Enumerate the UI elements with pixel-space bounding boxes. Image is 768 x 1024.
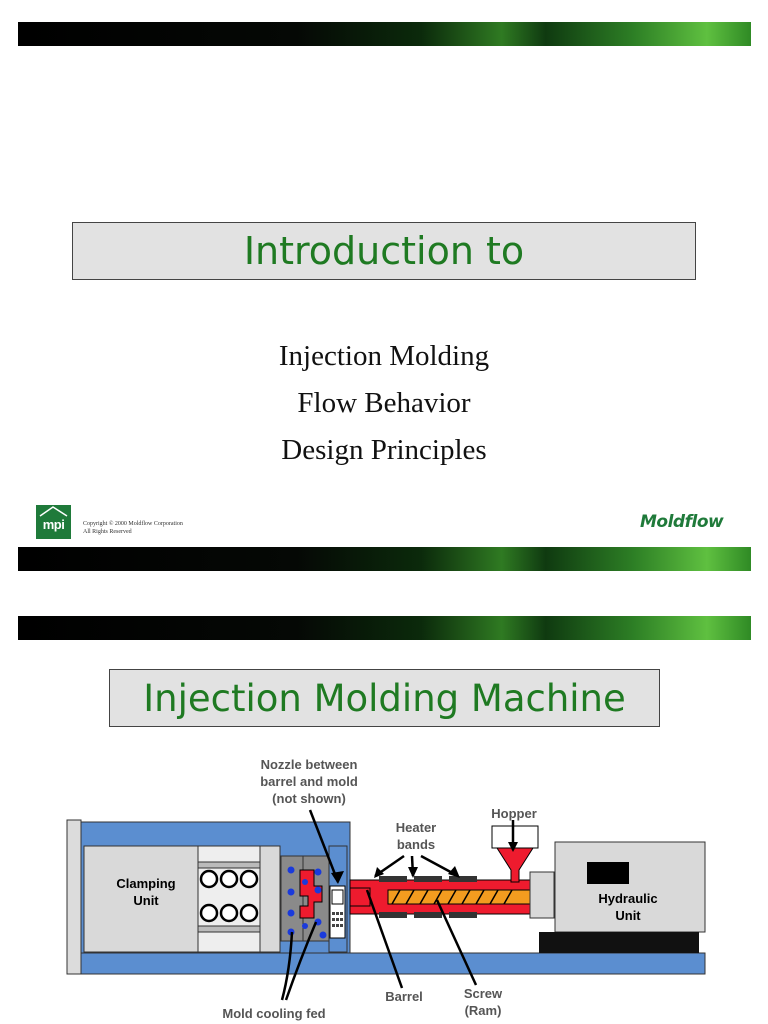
injection-molding-machine-diagram	[66, 809, 706, 1001]
copyright-notice: Copyright © 2000 Moldflow Corporation Al…	[83, 520, 183, 536]
hydraulic-base	[539, 932, 699, 953]
moldflow-wordmark-logo: Moldflow	[640, 512, 724, 532]
slide2-title-box: Injection Molding Machine	[109, 669, 660, 727]
hydraulic-unit-box	[554, 841, 706, 933]
label-hydraulic-unit: Hydraulic Unit	[598, 891, 658, 923]
subtitle-injection-molding: Injection Molding	[278, 340, 490, 372]
drive-connector	[529, 871, 555, 919]
slide2-top-band	[18, 616, 751, 640]
label-nozzle: Nozzle between barrel and mold (not show…	[260, 757, 358, 806]
mpi-logo: mpi	[36, 505, 71, 539]
subtitle-design-principles: Design Principles	[281, 434, 487, 466]
heater-band-2	[414, 876, 442, 882]
heater-band-1	[379, 876, 407, 882]
label-barrel: Barrel	[385, 989, 423, 1004]
slide2-title: Injection Molding Machine	[143, 676, 626, 720]
top-decorative-band	[18, 22, 751, 46]
leader-arrowheads	[331, 842, 518, 884]
slide1-title-box: Introduction to	[72, 222, 696, 280]
left-end-plate	[66, 819, 82, 975]
label-screw: Screw (Ram)	[463, 986, 503, 1018]
heater-band-3	[449, 876, 477, 882]
subtitle-flow-behavior: Flow Behavior	[297, 387, 471, 419]
label-heater-bands: Heater bands	[395, 820, 437, 852]
screw-flights	[391, 889, 513, 905]
label-clamping-unit: Clamping Unit	[116, 876, 176, 908]
hopper-funnel	[496, 847, 534, 883]
hydraulic-unit-window	[587, 862, 629, 884]
copyright-line-2: All Rights Reserved	[83, 529, 132, 535]
slide1-bottom-band	[18, 547, 751, 571]
slide1-title: Introduction to	[243, 229, 525, 273]
cooling-channels	[287, 866, 327, 939]
label-hopper: Hopper	[491, 806, 537, 821]
roller-cylinders-top	[199, 869, 259, 889]
label-mold-cooling: Mold cooling fed	[222, 1006, 326, 1021]
nozzle-grid	[332, 912, 343, 927]
mpi-logo-text: mpi	[42, 517, 65, 532]
roller-cylinders-bottom	[199, 903, 259, 923]
copyright-line-1: Copyright © 2000 Moldflow Corporation	[83, 521, 183, 527]
moving-platen	[259, 845, 281, 953]
